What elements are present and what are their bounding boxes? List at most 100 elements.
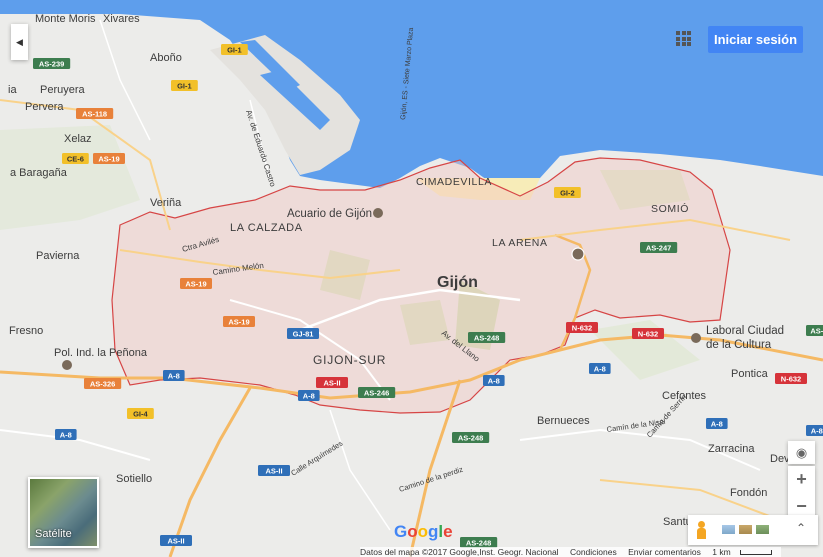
place-label: Aboño [150, 52, 182, 64]
road-shield-label: CE-6 [67, 155, 84, 164]
my-location-button[interactable]: ◉ [788, 441, 815, 464]
place-label: Dev [770, 453, 790, 465]
road-shield: AS-248 [452, 432, 490, 443]
road-shield: N-632 [566, 322, 598, 333]
road-shield-label: AS-239 [39, 60, 64, 69]
signin-button[interactable]: Iniciar sesión [708, 26, 803, 53]
road-shield-label: AS-II [265, 467, 282, 476]
city-label: Gijón [437, 274, 478, 291]
place-label: Xivares [103, 13, 140, 25]
road-shield: AS-118 [76, 108, 114, 119]
place-label: Pontica [731, 368, 769, 380]
place-label: a Baragaña [10, 167, 68, 179]
road-shield-label: GJ-81 [293, 330, 314, 339]
place-label: Sotiello [116, 473, 152, 485]
museum-poi-icon[interactable] [691, 333, 701, 343]
road-shield-label: AS-II [323, 379, 340, 388]
pegman-icon[interactable] [697, 521, 706, 539]
poi-label[interactable]: Acuario de Gijón [287, 208, 372, 220]
road-shield-label: AS-19 [185, 280, 206, 289]
chevron-left-icon: ◀ [16, 37, 23, 47]
road-shield: AS-II [160, 535, 192, 546]
road-shield: AS-247 [640, 242, 678, 253]
road-shield-label: N-632 [638, 330, 658, 339]
road-shield-label: AS-II [167, 537, 184, 546]
road-shield: AS-19 [223, 316, 255, 327]
road-shield: CE-6 [62, 153, 89, 164]
road-shield-label: AS-248 [458, 434, 483, 443]
expand-chevron-icon[interactable]: ⌃ [796, 521, 807, 535]
attribution-text: Datos del mapa ©2017 Google,Inst. Geogr.… [360, 547, 559, 557]
road-shield-label: AS-19 [228, 318, 249, 327]
road-shield-label: A-8 [168, 372, 180, 381]
district-label: LA ARENA [492, 237, 548, 249]
imagery-strip: ⌃ [688, 515, 818, 545]
road-shield-label: GI-1 [177, 82, 192, 91]
place-label: ia [8, 84, 17, 96]
place-label: Pervera [25, 101, 64, 113]
road-shield-label: AS- [810, 327, 823, 336]
zoom-in-button[interactable]: + [796, 469, 807, 489]
zoom-out-button[interactable]: − [796, 496, 807, 516]
road-shield: A-8 [706, 418, 728, 429]
road-shield: AS-II [258, 465, 290, 476]
beach [415, 178, 540, 200]
place-label: Cefontes [662, 390, 707, 402]
road-shield: N-632 [632, 328, 664, 339]
road-shield-label: A-8 [811, 427, 823, 436]
road-shield: AS-246 [358, 387, 396, 398]
apps-grid-icon[interactable] [676, 31, 691, 46]
road-shield-label: AS-246 [364, 389, 389, 398]
place-label: de la Cultura [706, 339, 772, 351]
sea-area [0, 0, 823, 190]
place-label: Veriña [150, 197, 182, 209]
district-label: LA CALZADA [230, 222, 303, 234]
road-shield: A-8 [55, 429, 77, 440]
road-shield: AS-248 [468, 332, 506, 343]
aquarium-poi-icon[interactable] [373, 208, 383, 218]
road-shield: GJ-81 [287, 328, 319, 339]
satellite-toggle[interactable]: Satélite [28, 477, 99, 548]
road-shield: AS-II [316, 377, 348, 388]
place-label: Pol. Ind. la Peñona [54, 347, 148, 359]
road-shield-label: A-8 [711, 420, 723, 429]
road-shield-label: AS-326 [90, 380, 115, 389]
place-label: Xelaz [64, 133, 92, 145]
road-shield-label: A-8 [303, 392, 315, 401]
road-shield-label: AS-248 [466, 539, 491, 548]
road-shield-label: A-8 [60, 431, 72, 440]
district-label: GIJON-SUR [313, 353, 386, 367]
road-shield: AS-248 [460, 537, 498, 548]
city-boundary [111, 157, 731, 414]
imagery-thumb-icon[interactable] [756, 525, 769, 534]
road-shield-label: N-632 [781, 375, 801, 384]
road-shield: GI-1 [171, 80, 198, 91]
imagery-thumb-icon[interactable] [722, 525, 735, 534]
collapse-panel-button[interactable]: ◀ [11, 24, 28, 60]
place-label: Fresno [9, 325, 43, 337]
place-label: Pavierna [36, 250, 80, 262]
road-shield: A-8 [589, 363, 611, 374]
stadium-poi-icon[interactable] [571, 247, 585, 261]
road-shield-label: A-8 [594, 365, 606, 374]
road-shield: GI-1 [221, 44, 248, 55]
road-shield-label: AS-118 [82, 110, 107, 119]
place-label: Laboral Ciudad [706, 325, 784, 337]
place-label: Peruyera [40, 84, 86, 96]
road-shield-label: GI-1 [227, 46, 242, 55]
road-shield: AS- [806, 325, 823, 336]
road-shield: A-8 [806, 425, 823, 436]
conditions-link[interactable]: Condiciones [569, 547, 617, 557]
roads [0, 19, 823, 557]
road-shield-label: AS-19 [98, 155, 119, 164]
map-footer: Datos del mapa ©2017 Google,Inst. Geogr.… [360, 547, 781, 557]
industrial-poi-icon[interactable] [62, 360, 72, 370]
feedback-link[interactable]: Enviar comentarios [628, 547, 701, 557]
road-shield-label: AS-247 [646, 244, 671, 253]
imagery-thumb-icon[interactable] [739, 525, 752, 534]
location-icon: ◉ [795, 445, 808, 460]
road-shield: GI-4 [127, 408, 154, 419]
satellite-label: Satélite [35, 528, 72, 540]
